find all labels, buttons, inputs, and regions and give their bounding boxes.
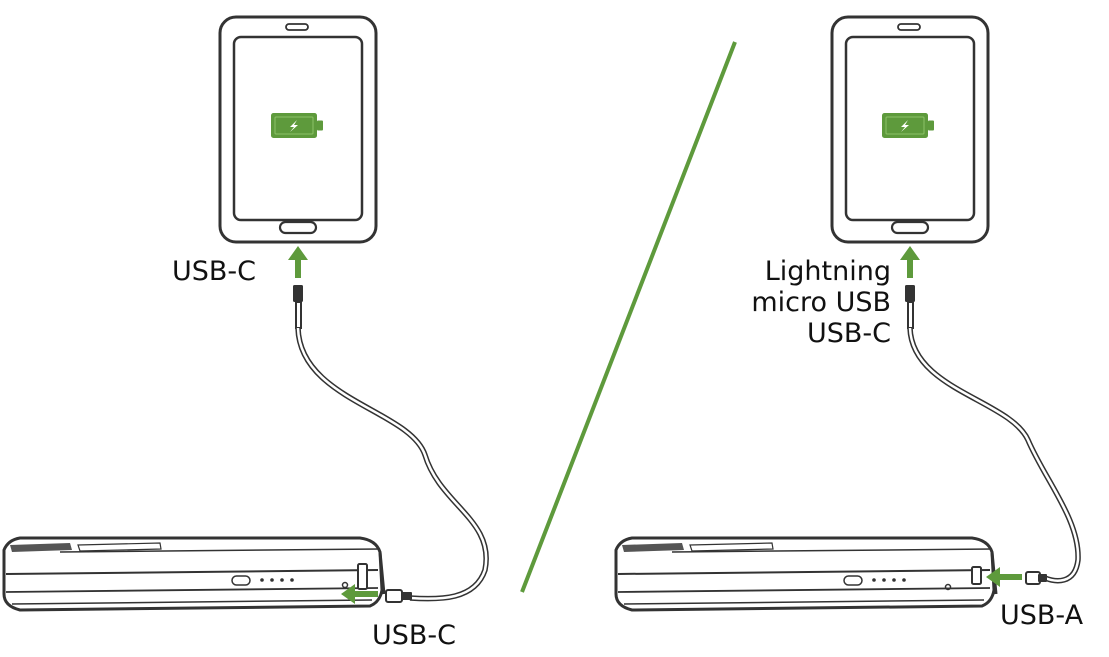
right-powerbank-connector-icon xyxy=(1025,571,1047,585)
right-powerbank-port-label: USB-A xyxy=(1000,600,1084,631)
right-device-port-labels: Lightning micro USB USB-C xyxy=(691,256,891,349)
left-battery-charging-icon xyxy=(270,112,324,139)
right-device-port-label-usb-c: USB-C xyxy=(806,318,891,349)
left-arrow-up-icon xyxy=(288,246,308,278)
left-arrow-left-icon xyxy=(341,584,378,604)
right-arrow-left-icon xyxy=(986,567,1022,587)
right-device-port-label-lightning: Lightning xyxy=(764,256,891,287)
divider-line xyxy=(520,41,737,593)
left-powerbank-connector-icon xyxy=(385,589,412,603)
left-power-bank-icon xyxy=(2,536,386,612)
left-cable-icon xyxy=(295,327,489,602)
left-powerbank-port-label: USB-C xyxy=(372,620,457,651)
right-arrow-up-icon xyxy=(900,246,920,278)
right-cable-icon xyxy=(907,327,1081,584)
right-device-port-label-micro-usb: micro USB xyxy=(751,287,891,318)
right-power-bank-icon xyxy=(614,536,998,612)
left-device-port-label: USB-C xyxy=(172,256,257,287)
left-device-connector-icon xyxy=(293,285,303,329)
right-device-connector-icon xyxy=(905,285,915,329)
right-battery-charging-icon xyxy=(881,112,935,139)
